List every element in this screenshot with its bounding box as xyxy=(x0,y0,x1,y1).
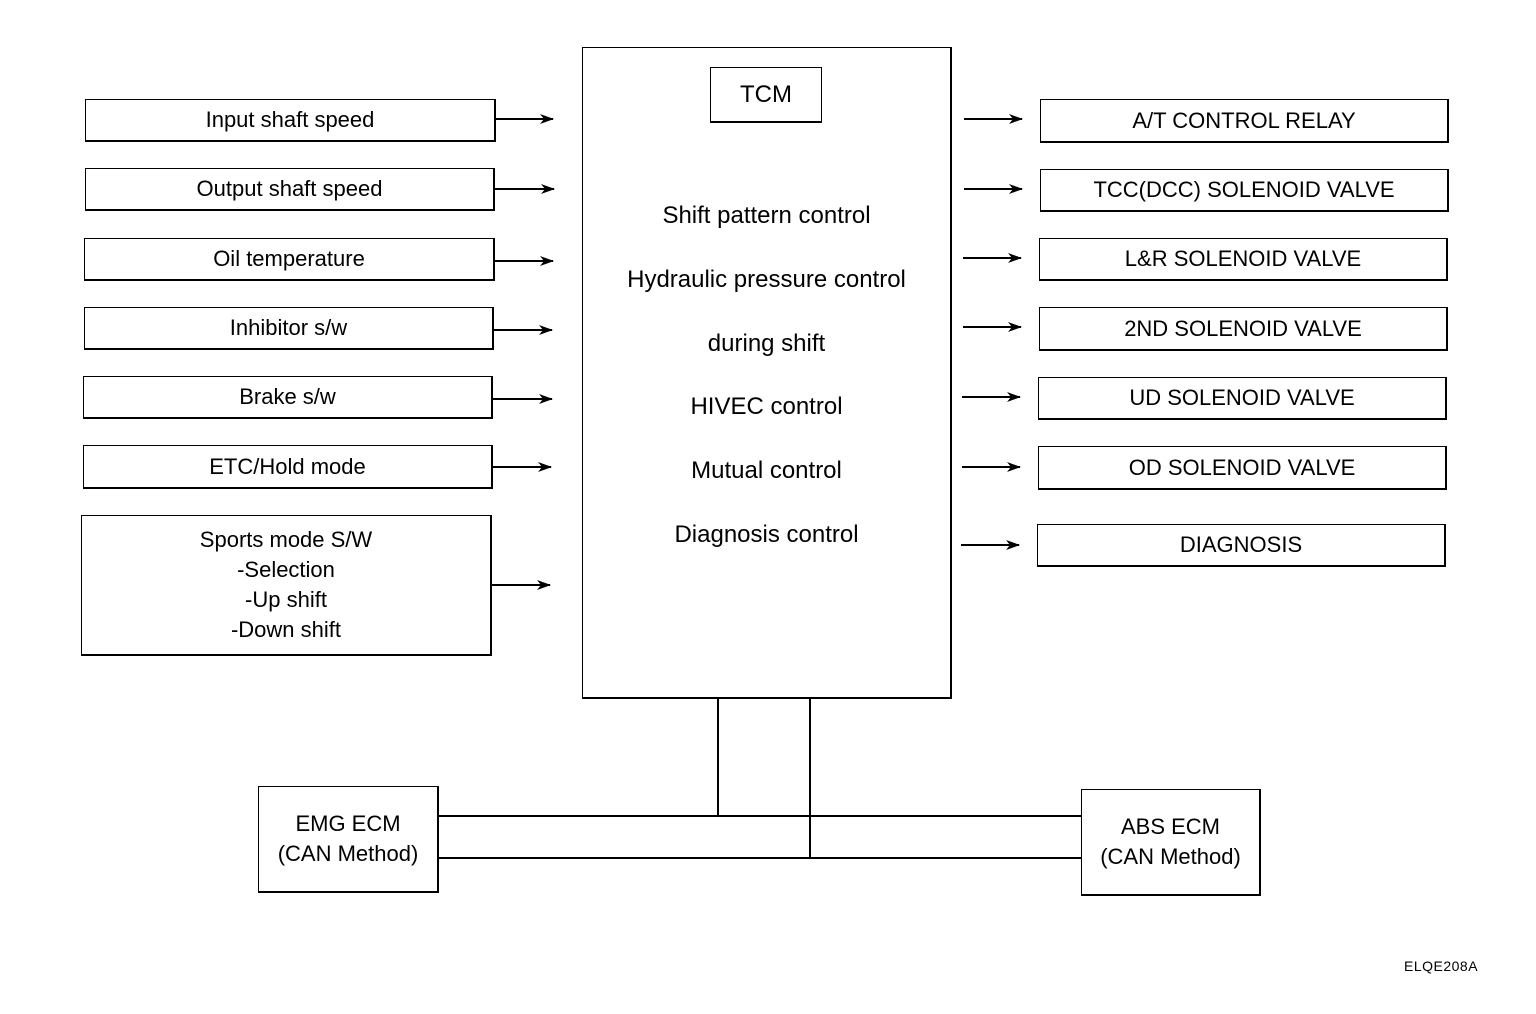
tcm-title: TCM xyxy=(710,67,822,123)
input-brake-switch: Brake s/w xyxy=(83,376,493,419)
output-2nd-solenoid-valve: 2ND SOLENOID VALVE xyxy=(1039,307,1448,351)
sports-mode-selection: -Selection xyxy=(237,557,335,582)
abs-ecm-method: (CAN Method) xyxy=(1100,844,1241,869)
output-at-control-relay: A/T CONTROL RELAY xyxy=(1040,99,1449,143)
emg-ecm-block: EMG ECM (CAN Method) xyxy=(258,786,439,893)
input-sports-mode-switch: Sports mode S/W -Selection -Up shift -Do… xyxy=(81,515,492,656)
output-od-solenoid-valve: OD SOLENOID VALVE xyxy=(1038,446,1447,490)
tcm-function-diagnosis: Diagnosis control xyxy=(674,521,859,548)
tcm-function-shift-pattern: Shift pattern control xyxy=(662,202,871,229)
output-diagnosis: DIAGNOSIS xyxy=(1037,524,1446,567)
input-etc-hold-mode: ETC/Hold mode xyxy=(83,445,493,489)
abs-ecm-title: ABS ECM xyxy=(1120,814,1221,839)
tcm-block: TCM Shift pattern control Hydraulic pres… xyxy=(582,47,952,699)
abs-ecm-block: ABS ECM (CAN Method) xyxy=(1081,789,1261,896)
input-inhibitor-switch: Inhibitor s/w xyxy=(84,307,494,350)
tcm-function-mutual: Mutual control xyxy=(691,457,842,484)
emg-ecm-title: EMG ECM xyxy=(295,811,401,836)
output-tcc-solenoid-valve: TCC(DCC) SOLENOID VALVE xyxy=(1040,169,1449,212)
emg-ecm-method: (CAN Method) xyxy=(277,841,419,866)
input-input-shaft-speed: Input shaft speed xyxy=(85,99,496,142)
output-lr-solenoid-valve: L&R SOLENOID VALVE xyxy=(1039,238,1448,281)
input-output-shaft-speed: Output shaft speed xyxy=(85,168,495,211)
sports-mode-up-shift: -Up shift xyxy=(245,587,327,612)
output-ud-solenoid-valve: UD SOLENOID VALVE xyxy=(1038,377,1447,420)
sports-mode-down-shift: -Down shift xyxy=(230,617,342,642)
tcm-function-during-shift: during shift xyxy=(707,330,826,357)
sports-mode-title: Sports mode S/W xyxy=(199,527,373,552)
tcm-function-hydraulic-pressure: Hydraulic pressure control xyxy=(627,266,906,293)
tcm-function-hivec: HIVEC control xyxy=(690,393,843,420)
figure-reference: ELQE208A xyxy=(1404,958,1479,974)
input-oil-temperature: Oil temperature xyxy=(84,238,495,281)
